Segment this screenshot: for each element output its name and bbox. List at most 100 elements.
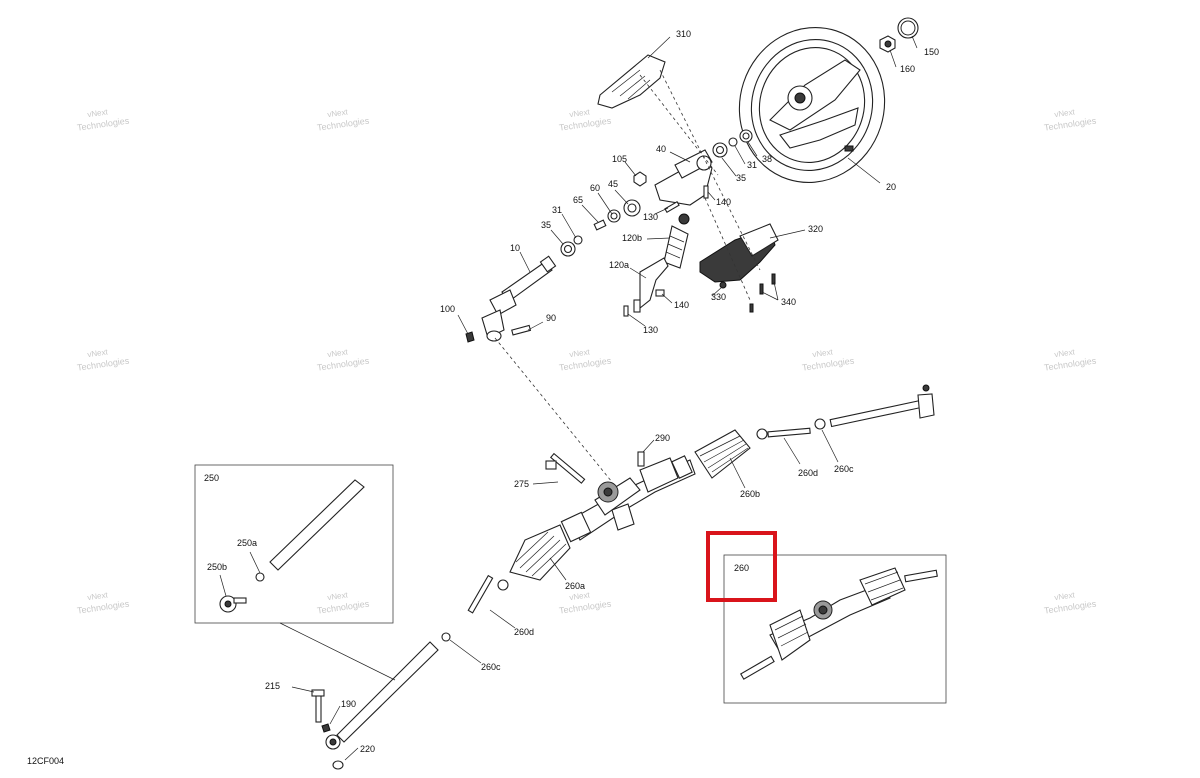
column-axis-line bbox=[659, 69, 761, 271]
screws-340[interactable] bbox=[749, 273, 776, 313]
inner-tie-rod-right[interactable] bbox=[756, 427, 811, 440]
callout-260b[interactable]: 260b bbox=[740, 489, 760, 499]
callout-45[interactable]: 45 bbox=[608, 179, 618, 189]
rack-boot-left[interactable] bbox=[509, 524, 571, 581]
callout-320[interactable]: 320 bbox=[808, 224, 823, 234]
callout-275[interactable]: 275 bbox=[514, 479, 529, 489]
screw-140-upper[interactable] bbox=[703, 185, 709, 199]
bolt-215[interactable] bbox=[311, 689, 325, 723]
lower-column-cover[interactable] bbox=[699, 223, 779, 283]
callout-150[interactable]: 150 bbox=[924, 47, 939, 57]
callout-100[interactable]: 100 bbox=[440, 304, 455, 314]
inner-tie-rod-left[interactable] bbox=[467, 574, 509, 614]
svg-text:Technologies: Technologies bbox=[558, 355, 612, 372]
bolt-105[interactable] bbox=[633, 171, 647, 187]
svg-text:Technologies: Technologies bbox=[1043, 355, 1097, 372]
pin-65[interactable] bbox=[593, 219, 607, 231]
callout-260[interactable]: 260 bbox=[734, 563, 749, 573]
upper-column-cover[interactable] bbox=[597, 54, 666, 109]
callout-190[interactable]: 190 bbox=[341, 699, 356, 709]
steering-wheel[interactable] bbox=[719, 9, 904, 202]
column-bracket[interactable] bbox=[654, 149, 713, 206]
bushing-35-lower[interactable] bbox=[560, 241, 576, 257]
callout-90[interactable]: 90 bbox=[546, 313, 556, 323]
tilt-spring[interactable] bbox=[663, 213, 690, 269]
callout-140[interactable]: 140 bbox=[674, 300, 689, 310]
callout-31[interactable]: 31 bbox=[552, 205, 562, 215]
spacer-60[interactable] bbox=[607, 209, 621, 223]
callout-250[interactable]: 250 bbox=[204, 473, 219, 483]
svg-text:Technologies: Technologies bbox=[1043, 115, 1097, 132]
bushing-35-upper[interactable] bbox=[712, 142, 728, 158]
tie-rod-left[interactable] bbox=[325, 641, 439, 750]
callout-40[interactable]: 40 bbox=[656, 144, 666, 154]
column-axis-line bbox=[494, 337, 613, 483]
callout-130[interactable]: 130 bbox=[643, 212, 658, 222]
callout-290[interactable]: 290 bbox=[655, 433, 670, 443]
svg-text:Technologies: Technologies bbox=[558, 598, 612, 615]
callout-140[interactable]: 140 bbox=[716, 197, 731, 207]
pinch-bolt-90[interactable] bbox=[511, 324, 532, 336]
svg-text:Technologies: Technologies bbox=[558, 115, 612, 132]
callout-35[interactable]: 35 bbox=[736, 173, 746, 183]
ball-joint-250b[interactable] bbox=[219, 595, 247, 613]
screw-130-lower[interactable] bbox=[623, 305, 629, 317]
tie-rod-right[interactable] bbox=[829, 384, 935, 428]
callout-340[interactable]: 340 bbox=[781, 297, 796, 307]
callout-260d[interactable]: 260d bbox=[798, 468, 818, 478]
callout-250a[interactable]: 250a bbox=[237, 538, 257, 548]
svg-text:vNext: vNext bbox=[1054, 590, 1076, 602]
callout-260c[interactable]: 260c bbox=[834, 464, 854, 474]
trim-ring[interactable] bbox=[897, 17, 919, 39]
screw-330[interactable] bbox=[719, 281, 727, 289]
jam-nut-left[interactable] bbox=[441, 632, 451, 642]
callout-260c[interactable]: 260c bbox=[481, 662, 501, 672]
callout-330[interactable]: 330 bbox=[711, 292, 726, 302]
callout-220[interactable]: 220 bbox=[360, 744, 375, 754]
nut-190[interactable] bbox=[321, 723, 331, 733]
screw-140-lower[interactable] bbox=[655, 289, 665, 297]
screw-130-upper[interactable] bbox=[664, 201, 680, 213]
steering-wheel-nut[interactable] bbox=[879, 35, 896, 53]
rack-assembly-260[interactable] bbox=[740, 567, 938, 680]
nut-220[interactable] bbox=[332, 760, 344, 770]
callout-160[interactable]: 160 bbox=[900, 64, 915, 74]
callout-60[interactable]: 60 bbox=[590, 183, 600, 193]
washer-31-upper[interactable] bbox=[728, 137, 738, 147]
callout-31[interactable]: 31 bbox=[747, 160, 757, 170]
svg-text:vNext: vNext bbox=[87, 107, 109, 119]
callout-215[interactable]: 215 bbox=[265, 681, 280, 691]
callout-310[interactable]: 310 bbox=[676, 29, 691, 39]
rack-bolt-290[interactable] bbox=[637, 451, 645, 467]
jam-nut-250a[interactable] bbox=[255, 572, 265, 582]
svg-text:vNext: vNext bbox=[87, 347, 109, 359]
callout-105[interactable]: 105 bbox=[612, 154, 627, 164]
rack-boot-right[interactable] bbox=[694, 429, 751, 479]
tilt-cylinder[interactable] bbox=[633, 257, 669, 313]
callout-120a[interactable]: 120a bbox=[609, 260, 629, 270]
callout-260a[interactable]: 260a bbox=[565, 581, 585, 591]
callout-10[interactable]: 10 bbox=[510, 243, 520, 253]
pinch-bolt-100[interactable] bbox=[465, 331, 475, 343]
callout-130[interactable]: 130 bbox=[643, 325, 658, 335]
intermediate-shaft[interactable] bbox=[481, 255, 557, 342]
rack-bolt-275[interactable] bbox=[545, 452, 586, 484]
callout-260d[interactable]: 260d bbox=[514, 627, 534, 637]
inset-250-frame bbox=[194, 464, 394, 624]
tie-rod-250[interactable] bbox=[269, 479, 365, 571]
callout-35[interactable]: 35 bbox=[541, 220, 551, 230]
callout-38[interactable]: 38 bbox=[762, 154, 772, 164]
jam-nut-right[interactable] bbox=[814, 418, 826, 430]
steering-rack[interactable] bbox=[560, 455, 696, 543]
washer-38[interactable] bbox=[739, 129, 753, 143]
callout-250b[interactable]: 250b bbox=[207, 562, 227, 572]
svg-text:vNext: vNext bbox=[569, 590, 591, 602]
callout-120b[interactable]: 120b bbox=[622, 233, 642, 243]
callout-65[interactable]: 65 bbox=[573, 195, 583, 205]
callout-20[interactable]: 20 bbox=[886, 182, 896, 192]
